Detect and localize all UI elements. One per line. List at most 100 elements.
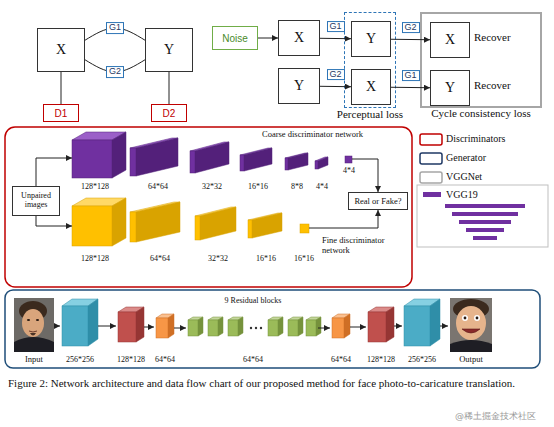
block-side (112, 132, 126, 178)
feature-map-block (285, 153, 308, 170)
legend-swatch (423, 192, 441, 197)
mapping-line (169, 72, 170, 104)
dimension-label: 64*64 (243, 355, 263, 364)
block-front (118, 312, 136, 342)
network-name: Fine discriminator network (322, 236, 402, 256)
vgg-layer (459, 220, 511, 224)
data-arrow (394, 326, 402, 327)
feature-map-block (195, 207, 236, 240)
generator-label: G1 (401, 70, 419, 82)
block-group-label: 9 Residual blocks (225, 296, 282, 305)
dimension-label: 64*64 (148, 182, 168, 191)
node-label: X (56, 42, 66, 58)
flow-arrow (320, 86, 351, 87)
feature-map-block (368, 307, 394, 342)
block-front (228, 320, 238, 336)
state-label: Recover (474, 31, 511, 44)
feature-map-block (332, 314, 350, 338)
node-label: Y (366, 31, 376, 47)
block-front (72, 206, 112, 246)
block-front (268, 320, 278, 336)
flow-arrow (320, 38, 351, 39)
figure-caption: Figure 2: Network architecture and data … (8, 376, 546, 390)
block-front (288, 320, 298, 336)
ellipsis-dot (255, 327, 257, 329)
block-front (404, 306, 430, 346)
data-arrow (36, 158, 72, 186)
legend-text: Discriminators (446, 133, 505, 144)
node-label: Y (294, 78, 304, 94)
block-front (208, 320, 218, 336)
dimension-label: 16*16 (256, 254, 276, 263)
legend-text: VGGNet (446, 171, 482, 182)
feature-map-block (118, 307, 144, 342)
mouth (29, 331, 37, 332)
mapping-line (61, 72, 62, 104)
block-front (248, 220, 252, 238)
block-side (136, 307, 144, 342)
block-side (288, 153, 308, 170)
ellipsis-dot (260, 327, 262, 329)
block-front (315, 161, 318, 169)
block-front (306, 320, 316, 336)
eye (474, 315, 480, 321)
dimension-label: 16*16 (248, 182, 268, 191)
feature-map-block (404, 299, 440, 346)
photo-background (450, 298, 492, 352)
node-label: Unpaired images (13, 192, 59, 210)
network-name: Coarse discriminator network (262, 130, 363, 140)
dimension-label: 128*128 (117, 355, 145, 364)
block-side (278, 317, 283, 336)
legend-sample (420, 172, 442, 183)
block-side (198, 317, 203, 336)
eye (27, 319, 30, 321)
face (456, 306, 486, 340)
cycle-loss-group: Cycle consistency lossXY (420, 12, 542, 108)
pupil (464, 317, 467, 320)
discriminator-frame (5, 127, 412, 287)
block-side (298, 317, 303, 336)
vgg-layer (466, 228, 504, 232)
vgg-layer (452, 212, 518, 216)
noise-box: Noise (212, 26, 258, 50)
dimension-label: 64*64 (155, 355, 175, 364)
block-front (195, 216, 200, 240)
feature-map-block (190, 142, 229, 173)
dimension-label: 4*4 (316, 182, 328, 191)
feature-map-block (130, 138, 178, 176)
feature-map-block (345, 156, 352, 163)
node-label: X (445, 32, 455, 48)
legend-sample (420, 134, 442, 145)
block-side (195, 142, 229, 173)
generator-label: G2 (326, 69, 344, 81)
data-arrow (98, 326, 116, 327)
output-box: Real or Fake? (348, 192, 408, 210)
block-front (188, 320, 198, 336)
domain-box: X (278, 20, 320, 56)
block-front (130, 212, 136, 242)
node-label: Noise (222, 33, 248, 44)
node-label: D1 (55, 108, 68, 119)
block-side (218, 317, 223, 336)
legend-sample (420, 153, 442, 164)
beard (30, 333, 36, 336)
block-side (136, 138, 178, 176)
eye (462, 315, 468, 321)
input-photo (14, 298, 54, 352)
group-heading: Perceptual loss (337, 108, 403, 120)
feature-map-block (228, 317, 243, 336)
node-label: Real or Fake? (354, 196, 401, 206)
data-arrow (54, 326, 60, 327)
dimension-label: 256*256 (408, 355, 436, 364)
legend-text: Generator (446, 152, 486, 163)
feature-map-block (156, 314, 174, 338)
feature-map-block (248, 213, 282, 238)
block-side (244, 148, 272, 171)
domain-box: X (37, 28, 85, 72)
block-front (190, 151, 195, 173)
domain-box: Y (278, 68, 320, 104)
feature-map-block (62, 299, 98, 346)
